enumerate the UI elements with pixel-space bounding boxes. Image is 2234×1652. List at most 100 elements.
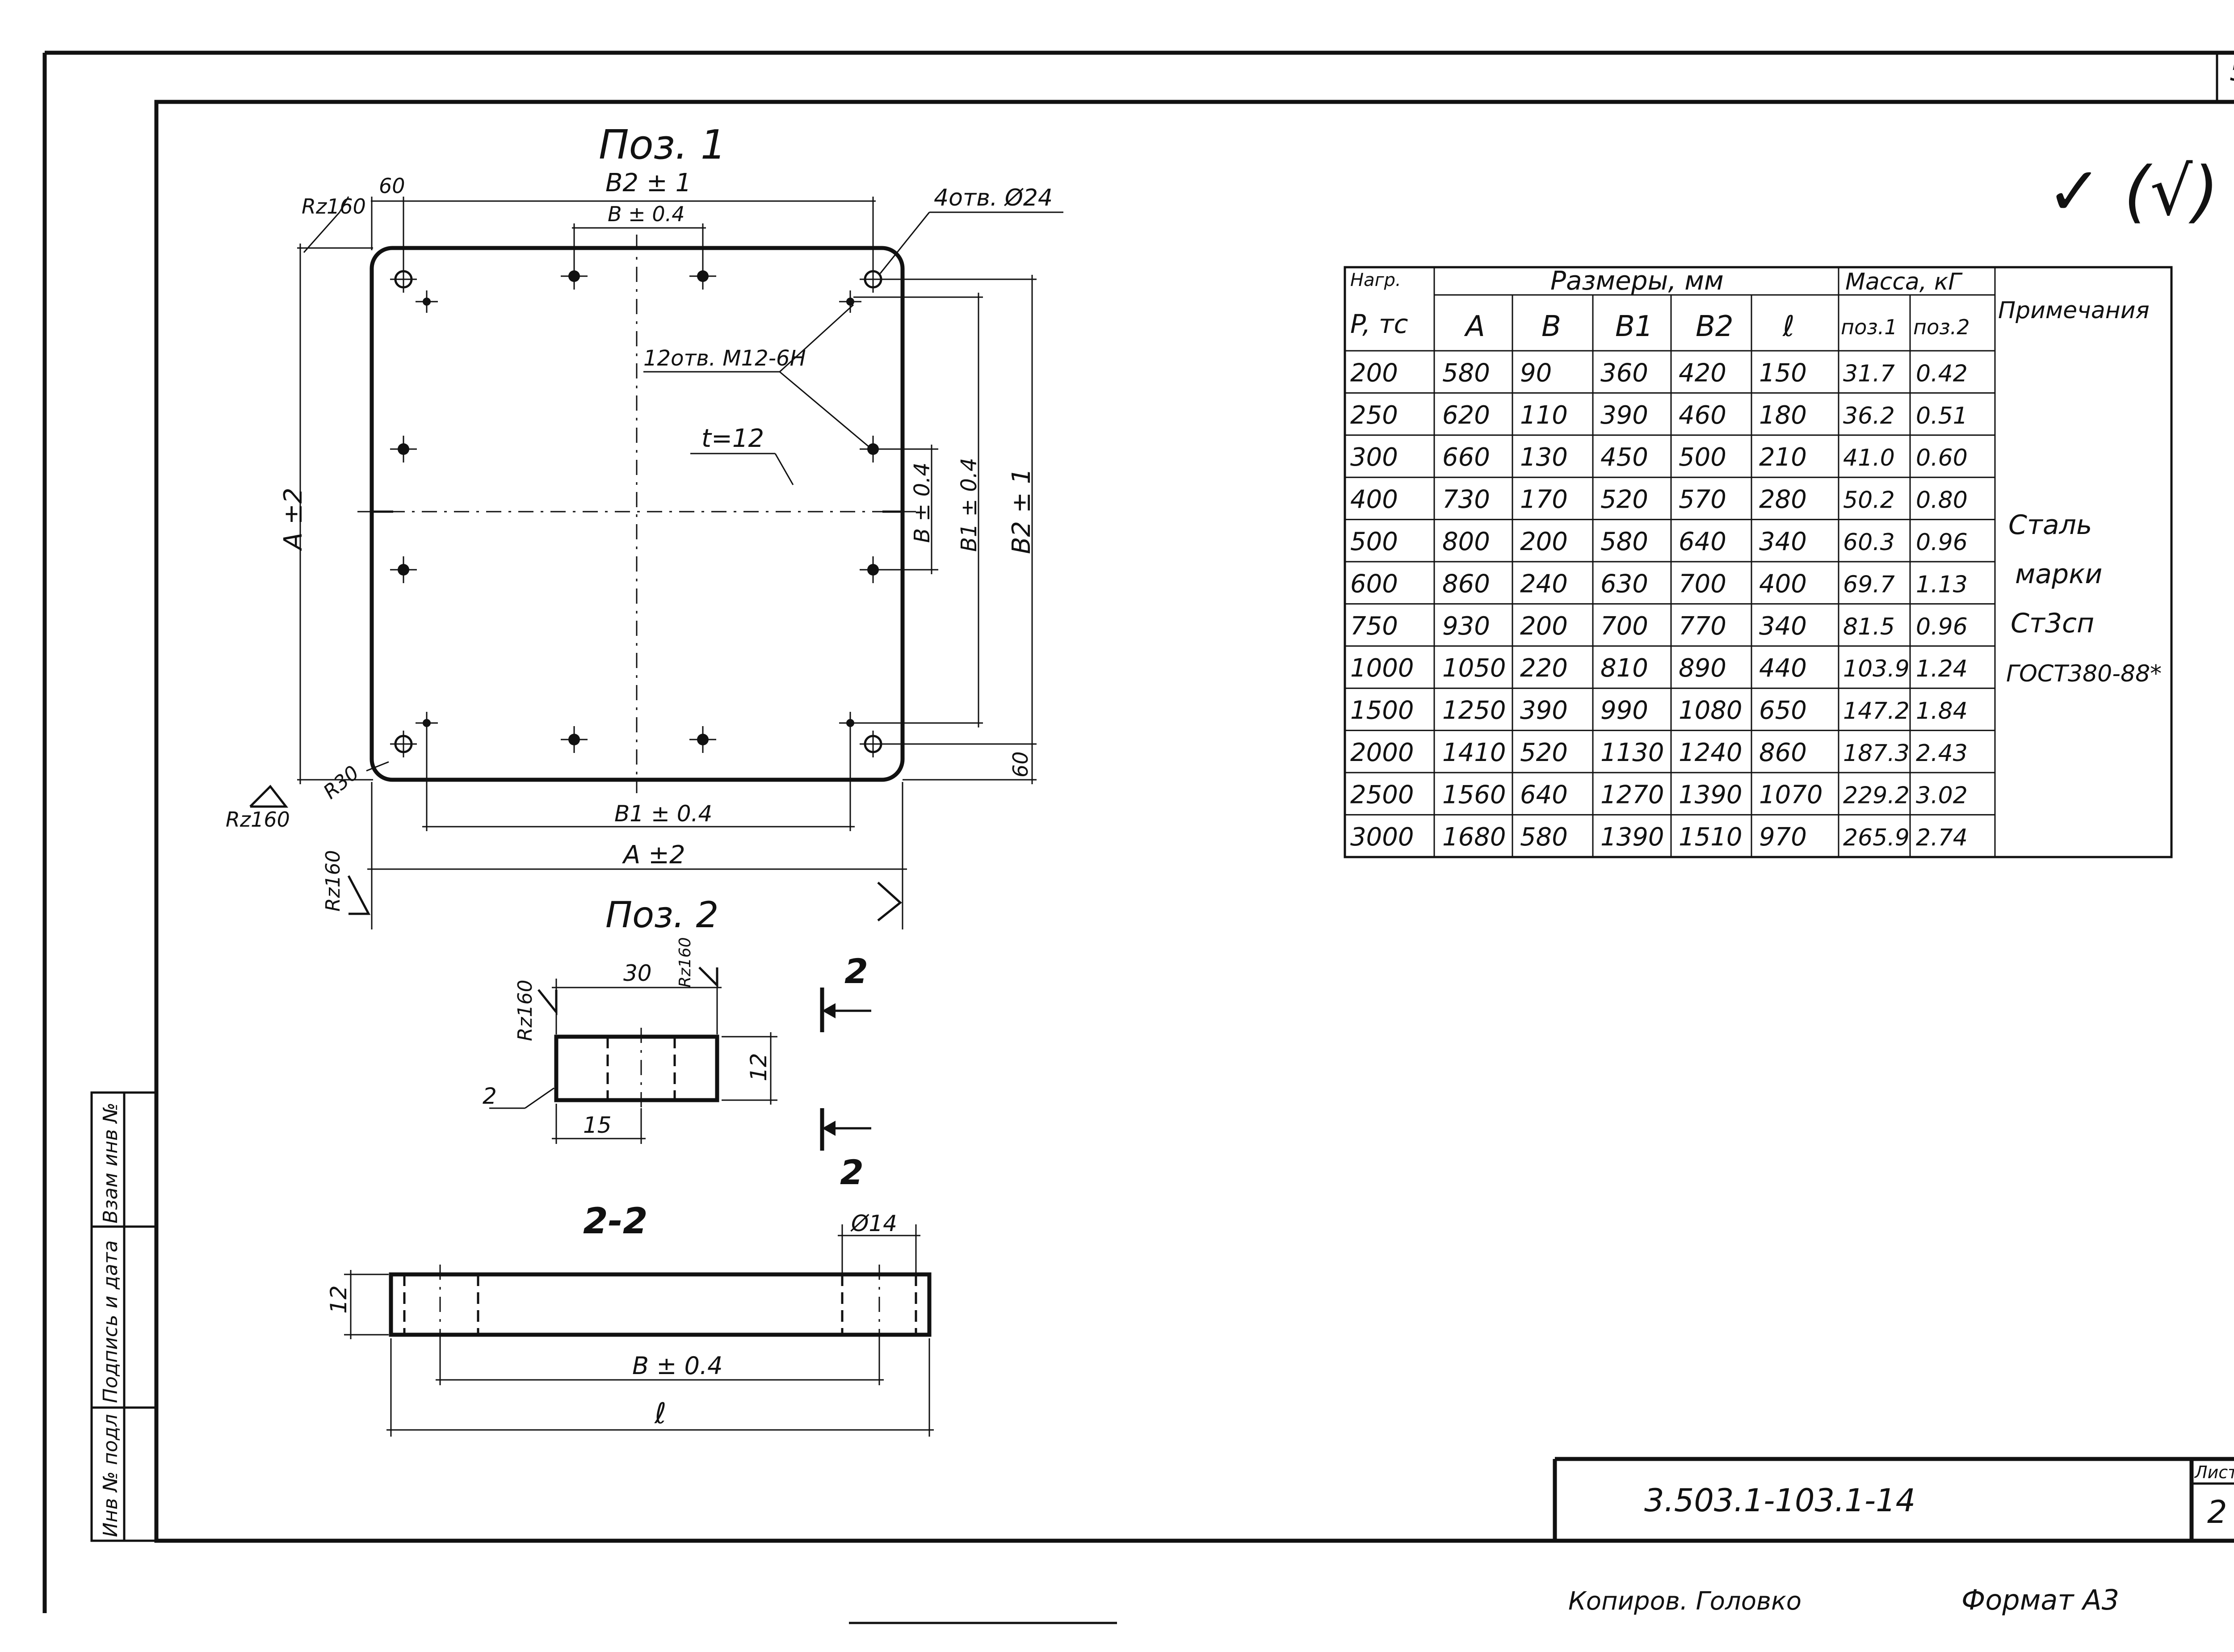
table-grid [1345,267,1996,857]
table-cell: 1510 [1679,823,1743,852]
table-cell: 730 [1442,485,1490,514]
table-cell: 1680 [1442,823,1506,852]
table-cell: 1050 [1442,654,1506,683]
col-pos2: поз.2 [1913,315,1970,339]
table-cell: 860 [1759,738,1807,767]
table-cell: 36.2 [1843,403,1895,429]
section-mark-top: 2 [844,951,868,991]
table-cell: 210 [1759,443,1807,472]
table-cell: 660 [1442,443,1490,472]
note-line-1: Сталь [2008,509,2092,541]
table-cell: 500 [1679,443,1726,472]
col-a: A [1464,310,1485,343]
col-pos1: поз.1 [1841,315,1898,339]
sheet-value: 2 [2207,1494,2227,1530]
rz160-bottom-label: Rz160 [226,807,290,832]
table-cell: 970 [1759,823,1807,852]
section-dim-l: ℓ [654,1397,666,1430]
table-cell: 770 [1679,612,1726,641]
dim-60-right: 60 [1008,751,1033,778]
dim-a-bottom: A ±2 [622,841,685,870]
table-cell: 0.42 [1916,360,1968,387]
table-cell: 640 [1520,780,1568,809]
table-cell: 3.02 [1916,782,1968,809]
table-cell: 1070 [1759,780,1823,809]
dim-b-top: B ± 0.4 [608,202,685,226]
note-line-2: марки [2015,559,2102,590]
footer-copied: Копиров. Головко [1568,1587,1801,1616]
section-bar [389,1272,932,1337]
table-cell: 520 [1600,485,1648,514]
pos2-drawing: Поз. 2 Rz160 Rz160 30 15 12 2 [483,894,871,1192]
table-cell: 187.3 [1843,740,1910,767]
table-cell: 390 [1600,401,1648,430]
table-cell: 81.5 [1843,614,1895,640]
stamp-replace: Взам инв № [99,1102,122,1223]
thickness-label: t=12 [701,424,764,453]
table-cell: 280 [1759,485,1807,514]
table-cell: 0.60 [1916,445,1968,471]
section-dim-b: B ± 0.4 [632,1352,723,1380]
table-cell: 580 [1600,527,1648,556]
holes-4-label: 4отв. Ø24 [934,185,1053,211]
table-cell: 200 [1520,612,1568,641]
section-dia-14: Ø14 [850,1211,897,1236]
table-cell: 1250 [1442,696,1506,725]
radius-r30: R30 [319,761,363,804]
table-cell: 1500 [1350,696,1414,725]
table-cell: 41.0 [1843,445,1895,471]
table-cell: 400 [1759,569,1807,598]
table-cell: 229.2 [1843,782,1910,809]
table-cell: 240 [1520,569,1568,598]
table-cell: 0.51 [1916,403,1968,429]
section-mark-bottom: 2 [840,1152,864,1192]
table-cell: 600 [1350,569,1398,598]
table-cell: 50.2 [1843,487,1895,514]
head-load-top: Нагр. [1350,270,1401,290]
table-cell: 810 [1600,654,1648,683]
table-cell: 1240 [1679,738,1743,767]
table-cell: 31.7 [1843,360,1895,387]
table-cell: 1.84 [1916,698,1968,725]
table-cell: 1130 [1600,738,1664,767]
section-dimension-lines [344,1224,934,1437]
table-cell: 640 [1679,527,1726,556]
sheet-number: 51 [2230,55,2234,88]
table-cell: 400 [1350,485,1398,514]
table-cell: 60.3 [1843,529,1895,556]
table-cell: 620 [1442,401,1490,430]
dim-b1-bottom: B1 ± 0.4 [614,801,712,827]
rz160-below-label: Rz160 [322,850,344,912]
table-cell: 1390 [1679,780,1743,809]
table-cell: 1.13 [1916,571,1968,598]
table-cell: 3000 [1350,823,1414,852]
table-cell: 130 [1520,443,1568,472]
drawing-code: 3.503.1-103.1-14 [1644,1482,1915,1519]
section-2-2-drawing: 2-2 Ø14 12 B ± 0.4 ℓ [326,1200,934,1437]
table-cell: 630 [1600,569,1648,598]
dim-b1-right: B1 ± 0.4 [957,458,982,552]
dim-b2-top: B2 ± 1 [605,168,691,198]
table-cell: 580 [1442,358,1490,387]
title-block: 3.503.1-103.1-14 Лист 2 [1553,1457,2234,1541]
table-cell: 200 [1350,358,1398,387]
sizes-table: Нагр. P, тс Размеры, мм Масса, кГ Примеч… [1344,265,2173,858]
table-cell: 340 [1759,527,1807,556]
dim-60-top: 60 [379,174,405,198]
table-cell: 360 [1600,358,1648,387]
section-dim-12: 12 [326,1285,352,1314]
pos1-title: Поз. 1 [599,122,726,168]
top-dimension-lines [303,196,876,268]
table-cell: 520 [1520,738,1568,767]
table-cell: 700 [1600,612,1648,641]
col-b1: B1 [1615,310,1653,343]
table-cell: 580 [1520,823,1568,852]
check-marks: ✓ (√) [2046,153,2219,231]
rz160-top-label: Rz160 [302,194,366,219]
table-cell: 1000 [1350,654,1414,683]
note-line-4: ГОСТ380-88* [2006,660,2162,687]
table-cell: 800 [1442,527,1490,556]
col-b: B [1541,310,1561,343]
table-cell: 570 [1679,485,1726,514]
